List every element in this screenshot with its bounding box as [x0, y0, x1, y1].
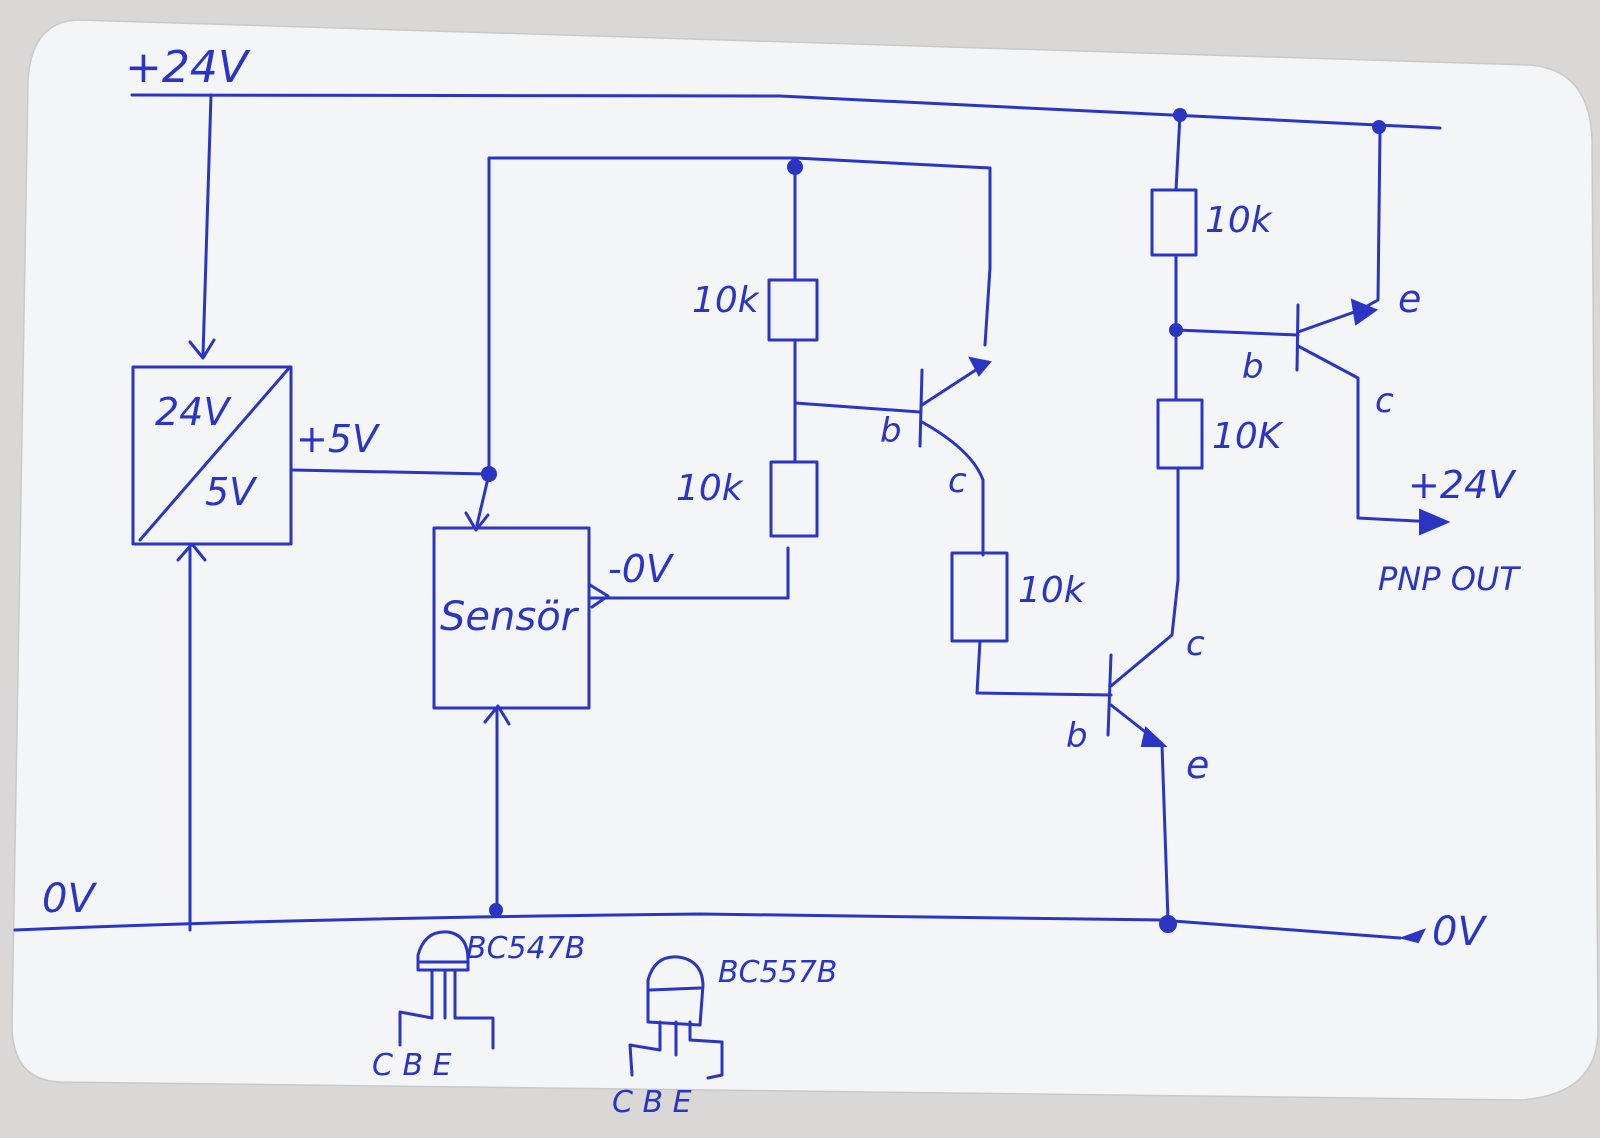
sensor-box: [432, 526, 591, 710]
ground-out-arrow-icon: [1398, 928, 1427, 944]
resistor-r1-label: 10k: [692, 280, 761, 321]
sensor-supply-arrow-icon: [464, 511, 490, 532]
resistor-r2-label: 10k: [676, 468, 745, 509]
bc547b-pins: [398, 968, 495, 1050]
q3-base-bar: [1295, 303, 1300, 372]
q1-base-wire: [793, 401, 922, 414]
q3-collector-label: c: [1375, 381, 1394, 421]
q2-emitter-arrow-icon: [1140, 726, 1168, 747]
q3-base-label: b: [1242, 347, 1264, 387]
resistor-r4: [1150, 188, 1198, 257]
junction-dot: [489, 903, 503, 917]
q2-collector-label: c: [1186, 624, 1205, 664]
ground-rail: [13, 912, 1402, 940]
bc547b-pins-label: C B E: [372, 1048, 452, 1083]
bc547b-package: BC547B C B E: [372, 930, 585, 1083]
sensor-output-arrow-icon: [588, 583, 610, 609]
bc557b-pins: [628, 1020, 724, 1080]
bc557b-package: BC557B C B E: [612, 955, 837, 1120]
resistor-r1: [767, 278, 819, 342]
bc557b-pins-label: C B E: [612, 1085, 692, 1120]
ground-out-label: 0V: [1432, 909, 1487, 955]
bc557b-part-label: BC557B: [718, 955, 837, 990]
converter-ground-arrow-icon: [176, 542, 207, 562]
q2-base-label: b: [1066, 716, 1088, 756]
r4-top-wire: [1174, 113, 1182, 192]
q3-emitter-leg: [1296, 128, 1382, 334]
bc547b-body: [416, 930, 470, 972]
five-volt-wire: [291, 468, 490, 476]
q1-base-bar: [918, 368, 924, 448]
output-label: PNP OUT: [1378, 560, 1521, 598]
five-volt-bus: [487, 156, 992, 476]
converter-box: [131, 365, 293, 546]
q3-collector-leg: [1296, 344, 1437, 524]
supply-rail-label: +24V: [125, 42, 251, 93]
output-arrow-icon: [1419, 508, 1451, 536]
q2-collector-leg: [1109, 578, 1180, 688]
converter-in-label: 24V: [155, 390, 232, 434]
q2-base-bar: [1106, 653, 1113, 737]
resistor-r5-label: 10K: [1212, 416, 1284, 457]
sensor-output-label: -0V: [608, 547, 675, 591]
sensor-supply-wire: [475, 472, 491, 527]
q2-base-wire: [975, 639, 1113, 697]
converter-diagonal: [138, 365, 292, 542]
supply-rail: [130, 93, 1442, 130]
bc547b-part-label: BC547B: [466, 931, 585, 966]
converter-supply-arrow-icon: [188, 338, 216, 360]
converter-out-label: 5V: [205, 470, 258, 514]
junction-dot: [1159, 915, 1177, 933]
q3-base-wire: [1174, 328, 1300, 337]
sensor-output-wire: [589, 546, 790, 600]
resistor-r5: [1156, 398, 1204, 470]
q3-emitter-arrow-icon: [1350, 298, 1379, 326]
q1-emitter-arrow-icon: [968, 356, 992, 377]
junction-dot: [1372, 120, 1386, 134]
paper-card: [11, 19, 1599, 1101]
output-voltage-label: +24V: [1408, 463, 1517, 507]
q2-emitter-label: e: [1186, 743, 1209, 787]
q1-collector-leg: [920, 420, 985, 557]
sensor-ground-arrow-icon: [483, 704, 511, 726]
sensor-label: Sensör: [440, 594, 580, 640]
q3-emitter-label: e: [1398, 277, 1421, 321]
ground-rail-label: 0V: [42, 876, 97, 922]
q1-collector-label: c: [948, 461, 967, 501]
five-volt-label: +5V: [296, 417, 381, 461]
resistor-r3-label: 10k: [1018, 570, 1087, 611]
resistor-r2: [769, 460, 819, 538]
q1-base-label: b: [880, 411, 902, 451]
converter-supply-wire: [201, 93, 213, 357]
bc557b-body: [646, 955, 705, 1027]
resistor-r4-label: 10k: [1205, 200, 1274, 241]
